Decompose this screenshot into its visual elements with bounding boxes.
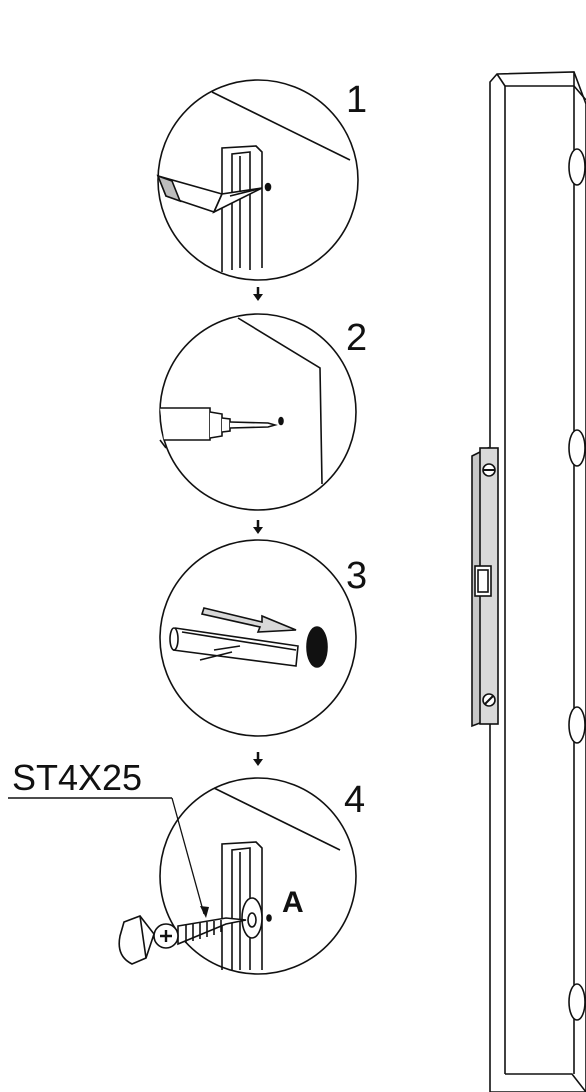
insert-arrow-icon bbox=[200, 607, 297, 633]
strike-plate bbox=[471, 446, 499, 728]
step-4-number: 4 bbox=[344, 779, 365, 821]
step-3-circle bbox=[159, 539, 357, 737]
step-1-hole bbox=[264, 182, 272, 192]
step-2-circle bbox=[159, 313, 357, 511]
arrow-down-icon bbox=[253, 752, 263, 766]
step-4-circle bbox=[159, 777, 357, 975]
screw-spec-arrowhead bbox=[200, 906, 209, 918]
hinge-knuckle bbox=[568, 706, 586, 744]
screw-spec-label: ST4X25 bbox=[12, 757, 142, 798]
wall-plug-icon bbox=[169, 627, 299, 667]
strike-washer bbox=[241, 897, 263, 939]
screw-icon bbox=[153, 917, 247, 949]
step-3-hole bbox=[306, 626, 328, 668]
hinge-knuckle bbox=[568, 983, 586, 1021]
door-frame bbox=[489, 71, 586, 1092]
step-3-number: 3 bbox=[346, 555, 367, 597]
step-1-detail bbox=[156, 79, 359, 281]
step-4-hole bbox=[266, 914, 272, 922]
hinge-knuckle bbox=[568, 429, 586, 467]
step-1-number: 1 bbox=[346, 79, 367, 121]
step-2-hole bbox=[278, 416, 284, 426]
drill-icon bbox=[159, 407, 278, 449]
screw-cap-icon bbox=[118, 915, 155, 965]
step-2-number: 2 bbox=[346, 317, 367, 359]
screw-spec-leader bbox=[171, 797, 205, 915]
part-label-a: A bbox=[282, 886, 304, 919]
step-3-detail bbox=[159, 539, 357, 737]
arrow-down-icon bbox=[253, 287, 263, 301]
step-1-circle bbox=[157, 79, 359, 281]
pencil-icon bbox=[156, 174, 263, 214]
arrow-down-icon bbox=[253, 520, 263, 534]
step-4-detail bbox=[118, 777, 357, 975]
step-2-detail bbox=[159, 313, 357, 511]
hinge-knuckle bbox=[568, 148, 586, 186]
